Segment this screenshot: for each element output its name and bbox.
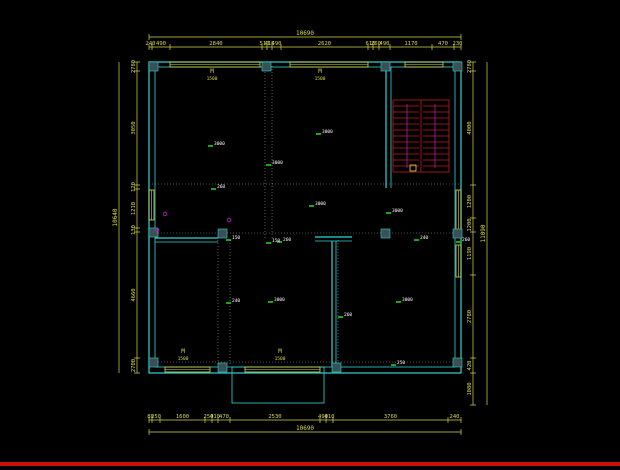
dimension-label: 490 (380, 41, 390, 47)
room-label: 240 (232, 298, 240, 304)
dimension-label: 4000 (467, 121, 473, 134)
dimension-label: 410 (325, 414, 335, 420)
marker-dot (154, 227, 160, 233)
column (217, 362, 228, 373)
room-label: 260 (217, 184, 225, 190)
room-label: 240 (420, 235, 428, 241)
dimension-label: 240 (146, 41, 156, 47)
staircase (392, 99, 450, 173)
column (452, 61, 463, 72)
room-label: 260 (462, 237, 470, 243)
room-tag-sub: 1500 (207, 76, 218, 82)
room-label: 150 (232, 235, 240, 241)
room-label: 3000 (402, 297, 413, 303)
dimension-label: 470 (438, 41, 448, 47)
dimension-label: 240 (450, 414, 460, 420)
dimension-label: 2700 (131, 359, 137, 372)
dimension-label: 410 (210, 414, 220, 420)
dimension-label: 260 (371, 41, 381, 47)
room-tag: M (278, 348, 282, 355)
dimension-label: 410 (265, 41, 275, 47)
dimension-label: 490 (318, 414, 328, 420)
room-label: 3000 (274, 297, 285, 303)
overall-dimension-label: 11090 (480, 224, 487, 242)
room-label: 250 (397, 360, 405, 366)
dimension-label: 1200 (467, 195, 473, 208)
column (148, 227, 159, 238)
overall-dimension-label: 10640 (112, 208, 119, 226)
dimension-label: 4660 (131, 288, 137, 301)
dimension-label: 490 (156, 41, 166, 47)
dimension-label: 1600 (176, 414, 189, 420)
columns (148, 61, 463, 373)
column (261, 61, 272, 72)
column (452, 357, 463, 368)
room-label: 3000 (315, 201, 326, 207)
room-tag-sub: 1500 (315, 76, 326, 82)
dimension-label: 3050 (131, 121, 137, 134)
dimension-label: 2780 (467, 310, 473, 323)
room-tag: M (318, 68, 322, 75)
room-label: 260 (283, 237, 291, 243)
column (148, 61, 159, 72)
dimension-label: 250 (151, 414, 161, 420)
dimension-label: 420 (467, 361, 473, 371)
room-label: 3000 (322, 129, 333, 135)
windows (148, 61, 462, 373)
dimension-label: 1200 (467, 218, 473, 231)
room-tag-sub: 1500 (275, 356, 286, 362)
column (380, 61, 391, 72)
dimension-label: 130 (131, 225, 137, 235)
room-label: 3000 (392, 208, 403, 214)
column (331, 362, 342, 373)
room-label: 260 (344, 312, 352, 318)
column (148, 357, 159, 368)
dimension-label: 3760 (384, 414, 397, 420)
dimension-label: 2840 (209, 41, 222, 47)
room-tag: M (210, 68, 214, 75)
dimension-label: 120 (131, 182, 137, 192)
dimension-label: 1210 (131, 202, 137, 215)
column (217, 228, 228, 239)
status-bar (0, 462, 620, 466)
dimension-label: 1170 (404, 41, 417, 47)
dimension-label: 230 (453, 41, 463, 47)
room-tag-sub: 1500 (178, 356, 189, 362)
room-tag: M (181, 348, 185, 355)
column (452, 228, 463, 239)
dimension-label: 1190 (467, 247, 473, 260)
outer-wall (148, 61, 462, 374)
dimension-label: 2530 (268, 414, 281, 420)
column (380, 228, 391, 239)
dimension-label: 470 (219, 414, 229, 420)
dimension-label: 510 (260, 41, 270, 47)
dimension-label: 2620 (318, 41, 331, 47)
overall-dimension-label: 10690 (296, 425, 314, 432)
room-labels: 3000 3000 3000 3000 3000 3000 3000 260 260 260 240… (154, 68, 470, 366)
marker-dot (226, 217, 232, 223)
dimension-label: 80 (147, 414, 154, 420)
room-label: 3000 (214, 141, 225, 147)
overall-dimension-label: 10690 (296, 30, 314, 37)
dimension-label: 490 (272, 41, 282, 47)
stair-label-box (409, 164, 417, 172)
marker-dot (162, 211, 168, 217)
dimension-label: 610 (366, 41, 376, 47)
room-label: 3000 (272, 160, 283, 166)
dimension-label: 2780 (467, 60, 473, 73)
dimension-label: 1080 (467, 382, 473, 395)
room-label: 150 (272, 238, 280, 244)
dimension-label: 250 (204, 414, 214, 420)
dimension-label: 2780 (131, 60, 137, 73)
grid-lines (152, 66, 460, 365)
walls (148, 61, 462, 404)
